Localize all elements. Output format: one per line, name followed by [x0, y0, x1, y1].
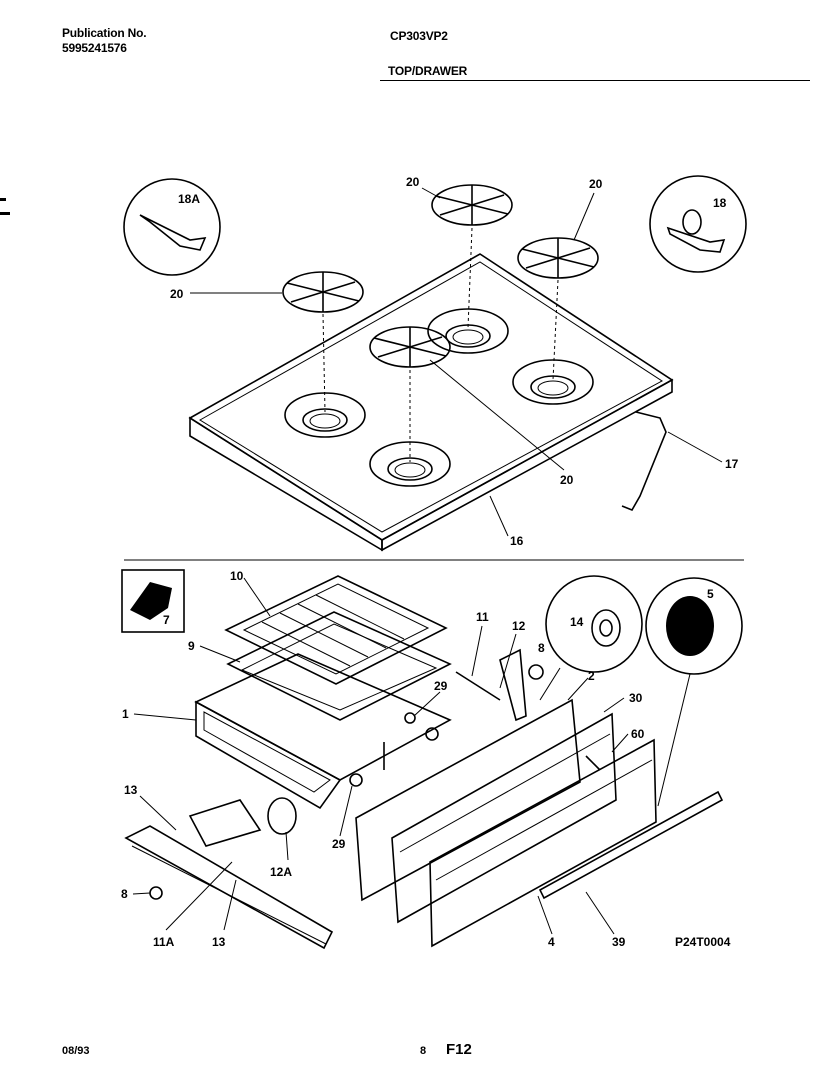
screw-part: [585, 755, 601, 771]
callout-label: 18A: [178, 192, 200, 206]
callout-label: 39: [612, 935, 626, 949]
model-number: CP303VP2: [390, 29, 448, 43]
footer-page-number: 8: [420, 1045, 427, 1057]
handle-part: [538, 790, 724, 900]
bracket-part: [621, 411, 667, 512]
publication-number: 5995241576: [62, 41, 127, 55]
grate-part: [282, 271, 364, 313]
callout-label: 9: [188, 639, 195, 653]
callout-label: 5: [707, 587, 714, 601]
leader-lines: [132, 187, 723, 935]
callout-label: 11A: [153, 935, 175, 949]
callout-label: 1: [122, 707, 129, 721]
publication-label: Publication No.: [62, 26, 147, 40]
callout-label: 12A: [270, 865, 292, 879]
broiler-pan-part: [226, 611, 452, 721]
callout-label: 60: [631, 727, 645, 741]
rail-part: [455, 671, 501, 701]
nut-part: [149, 886, 163, 900]
inset-7: [121, 569, 185, 633]
footer-figure-code: F12: [446, 1041, 472, 1058]
callout-label: 20: [560, 473, 574, 487]
inset-5: [645, 577, 743, 675]
scan-mark: [0, 198, 6, 201]
callout-label: 8: [538, 641, 545, 655]
callout-labels: 18A 18 20 20 20 20 17 16 7 10 9 1 11 12 …: [121, 175, 739, 949]
callout-label: 13: [124, 783, 138, 797]
callout-label: 29: [332, 837, 346, 851]
grate-part: [517, 237, 599, 279]
callout-label: 20: [589, 177, 603, 191]
nut-part: [528, 664, 544, 680]
callout-label: 4: [548, 935, 555, 949]
scan-mark: [0, 212, 10, 215]
callout-label: 7: [163, 613, 170, 627]
header-rule: [380, 80, 810, 81]
drawer-panel-part: [355, 698, 657, 948]
bracket-part: [499, 648, 527, 722]
callout-label: 20: [406, 175, 420, 189]
section-title: TOP/DRAWER: [388, 64, 468, 78]
roller-part: [267, 797, 297, 835]
callout-label: 20: [170, 287, 184, 301]
broiler-grid-part: [224, 575, 448, 685]
drawing-id: P24T0004: [675, 935, 731, 949]
callout-label: 12: [512, 619, 526, 633]
callout-label: 13: [212, 935, 226, 949]
footer-date: 08/93: [62, 1045, 90, 1057]
callout-label: 10: [230, 569, 244, 583]
callout-label: 2: [588, 669, 595, 683]
inset-18: [649, 175, 747, 273]
inset-14: [545, 575, 643, 673]
callout-label: 11: [476, 610, 489, 624]
grate-part: [431, 184, 513, 226]
cooktop-part: [188, 253, 674, 552]
callout-label: 8: [121, 887, 128, 901]
callout-label: 30: [629, 691, 643, 705]
callout-label: 17: [725, 457, 739, 471]
callout-label: 16: [510, 534, 524, 548]
callout-label: 14: [570, 615, 584, 629]
inset-18a: [123, 178, 221, 276]
grate-part: [369, 326, 451, 368]
drawer-body-part: [194, 653, 452, 810]
callout-label: 18: [713, 196, 727, 210]
slide-rail-part: [124, 799, 334, 950]
callout-label: 29: [434, 679, 448, 693]
